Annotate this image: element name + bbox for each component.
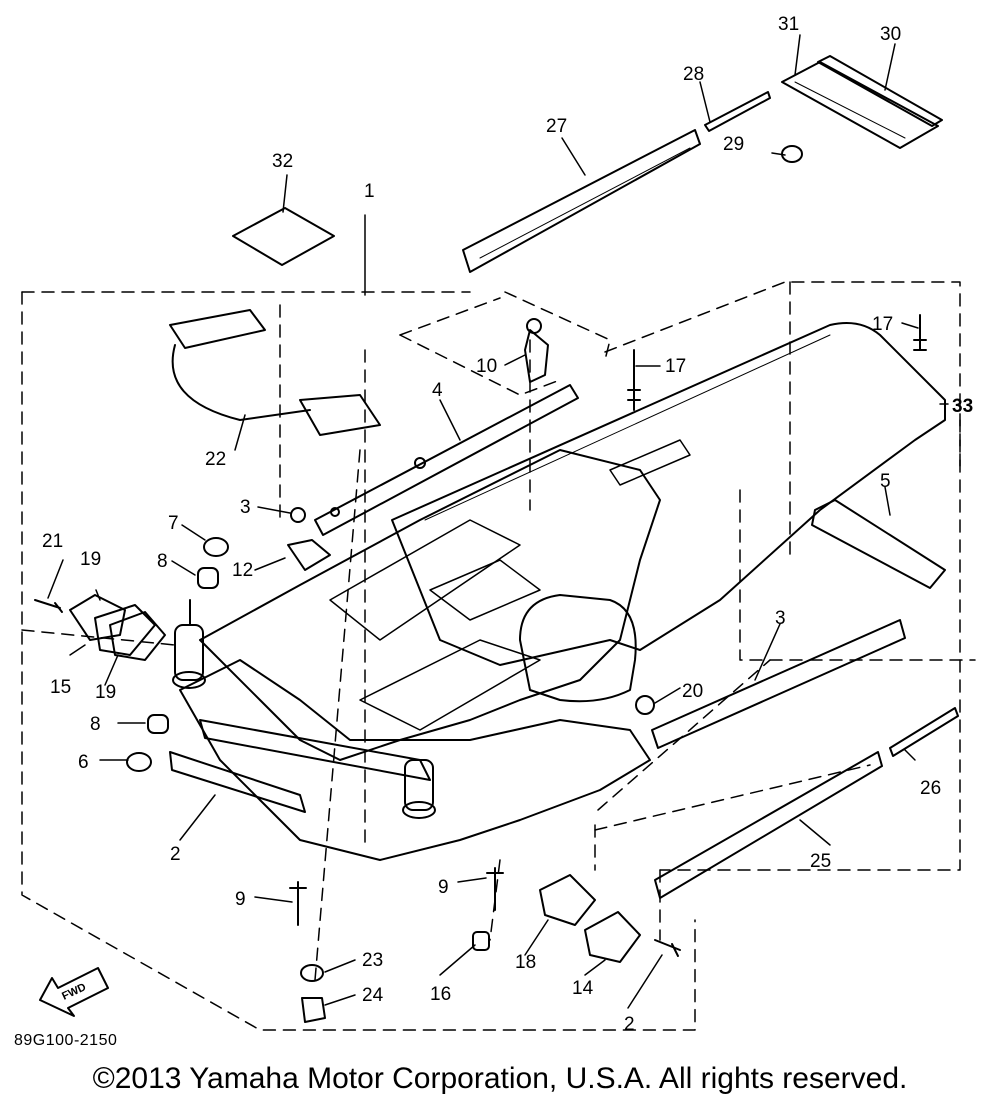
callout-8: 8 bbox=[157, 551, 168, 572]
part-26-strip bbox=[889, 707, 959, 757]
part-16-nut bbox=[472, 931, 490, 951]
part-28-strip bbox=[704, 91, 771, 132]
callout-1: 1 bbox=[364, 181, 375, 202]
callout-9: 9 bbox=[235, 889, 246, 910]
callout-21: 21 bbox=[42, 531, 63, 552]
callout-26: 26 bbox=[920, 778, 941, 799]
callout-33: 33 bbox=[952, 396, 973, 417]
part-22-handlebar bbox=[169, 309, 381, 436]
copyright-notice: ©2013 Yamaha Motor Corporation, U.S.A. A… bbox=[92, 1062, 908, 1095]
part-2-bolt bbox=[654, 939, 681, 957]
part-7-bushing bbox=[203, 537, 229, 557]
callout-19: 19 bbox=[80, 549, 101, 570]
callout-22: 22 bbox=[205, 449, 226, 470]
callout-2: 2 bbox=[624, 1014, 635, 1035]
part-15-flange bbox=[94, 604, 156, 656]
part-6-cap bbox=[126, 752, 152, 772]
part-2-rail bbox=[169, 751, 306, 813]
part-20-plug bbox=[635, 695, 655, 715]
callout-31: 31 bbox=[778, 14, 799, 35]
part-17-bolt-right bbox=[913, 314, 927, 351]
part-14-flange bbox=[584, 911, 641, 963]
callout-8: 8 bbox=[90, 714, 101, 735]
dashed-reference-lines bbox=[21, 214, 976, 1031]
part-33-tunnel-top bbox=[391, 322, 946, 666]
callout-29: 29 bbox=[723, 134, 744, 155]
callout-14: 14 bbox=[572, 978, 594, 999]
part-30-decal bbox=[817, 55, 943, 127]
part-21-bolt bbox=[34, 599, 63, 613]
fuel-tank bbox=[519, 594, 637, 703]
callout-25: 25 bbox=[810, 851, 831, 872]
part-32-pad bbox=[232, 207, 335, 266]
callout-30: 30 bbox=[880, 24, 901, 45]
callout-9: 9 bbox=[438, 877, 449, 898]
callout-15: 15 bbox=[50, 677, 71, 698]
part-27-strip bbox=[462, 129, 701, 273]
callout-12: 12 bbox=[232, 560, 253, 581]
part-29-grommet bbox=[781, 145, 803, 163]
callout-18: 18 bbox=[515, 952, 536, 973]
part-9-bolt-left bbox=[289, 881, 307, 926]
callout-3: 3 bbox=[240, 497, 251, 518]
callout-24: 24 bbox=[362, 985, 384, 1006]
fwd-arrow-icon bbox=[39, 967, 109, 1017]
callout-27: 27 bbox=[546, 116, 567, 137]
callout-7: 7 bbox=[168, 513, 179, 534]
callout-3: 3 bbox=[775, 608, 786, 629]
part-12-bracket bbox=[287, 539, 331, 571]
callout-2: 2 bbox=[170, 844, 181, 865]
callout-23: 23 bbox=[362, 950, 383, 971]
callout-32: 32 bbox=[272, 151, 293, 172]
part-3-rail bbox=[651, 619, 906, 749]
callout-20: 20 bbox=[682, 681, 703, 702]
part-23-washer bbox=[300, 964, 324, 982]
callout-17: 17 bbox=[872, 314, 893, 335]
callout-19: 19 bbox=[95, 682, 116, 703]
part-19-gasket-a bbox=[69, 594, 126, 641]
callout-6: 6 bbox=[78, 752, 89, 773]
callout-4: 4 bbox=[432, 380, 443, 401]
part-5-cover bbox=[811, 499, 946, 589]
callout-10: 10 bbox=[476, 356, 497, 377]
part-19-gasket-b bbox=[109, 611, 166, 661]
parts-diagram: 1 2 2 3 3 4 5 6 7 8 8 9 9 10 12 14 15 16… bbox=[21, 14, 976, 1035]
leader-lines bbox=[47, 34, 949, 1009]
callout-16: 16 bbox=[430, 984, 451, 1005]
part-10-mount bbox=[524, 329, 549, 383]
part-31-decal bbox=[781, 61, 939, 149]
part-8-bushing-lower bbox=[147, 714, 169, 734]
chassis-frame bbox=[199, 449, 661, 761]
part-25-strip bbox=[654, 751, 883, 899]
callout-5: 5 bbox=[880, 471, 891, 492]
right-spindle bbox=[402, 759, 436, 819]
left-spindle bbox=[172, 599, 206, 689]
diagram-code: 89G100-2150 bbox=[14, 1032, 118, 1049]
part-4-rail bbox=[314, 384, 579, 536]
part-24-nut bbox=[301, 997, 326, 1023]
part-8-bushing-upper bbox=[197, 567, 219, 589]
cross-member bbox=[199, 719, 431, 781]
part-18-gasket bbox=[539, 874, 596, 926]
part-9-bolt-right bbox=[486, 867, 504, 911]
part-3-washer bbox=[290, 507, 306, 523]
skid-plate bbox=[179, 659, 651, 861]
callout-17: 17 bbox=[665, 356, 686, 377]
part-17-bolt-left bbox=[627, 349, 641, 411]
callout-28: 28 bbox=[683, 64, 704, 85]
